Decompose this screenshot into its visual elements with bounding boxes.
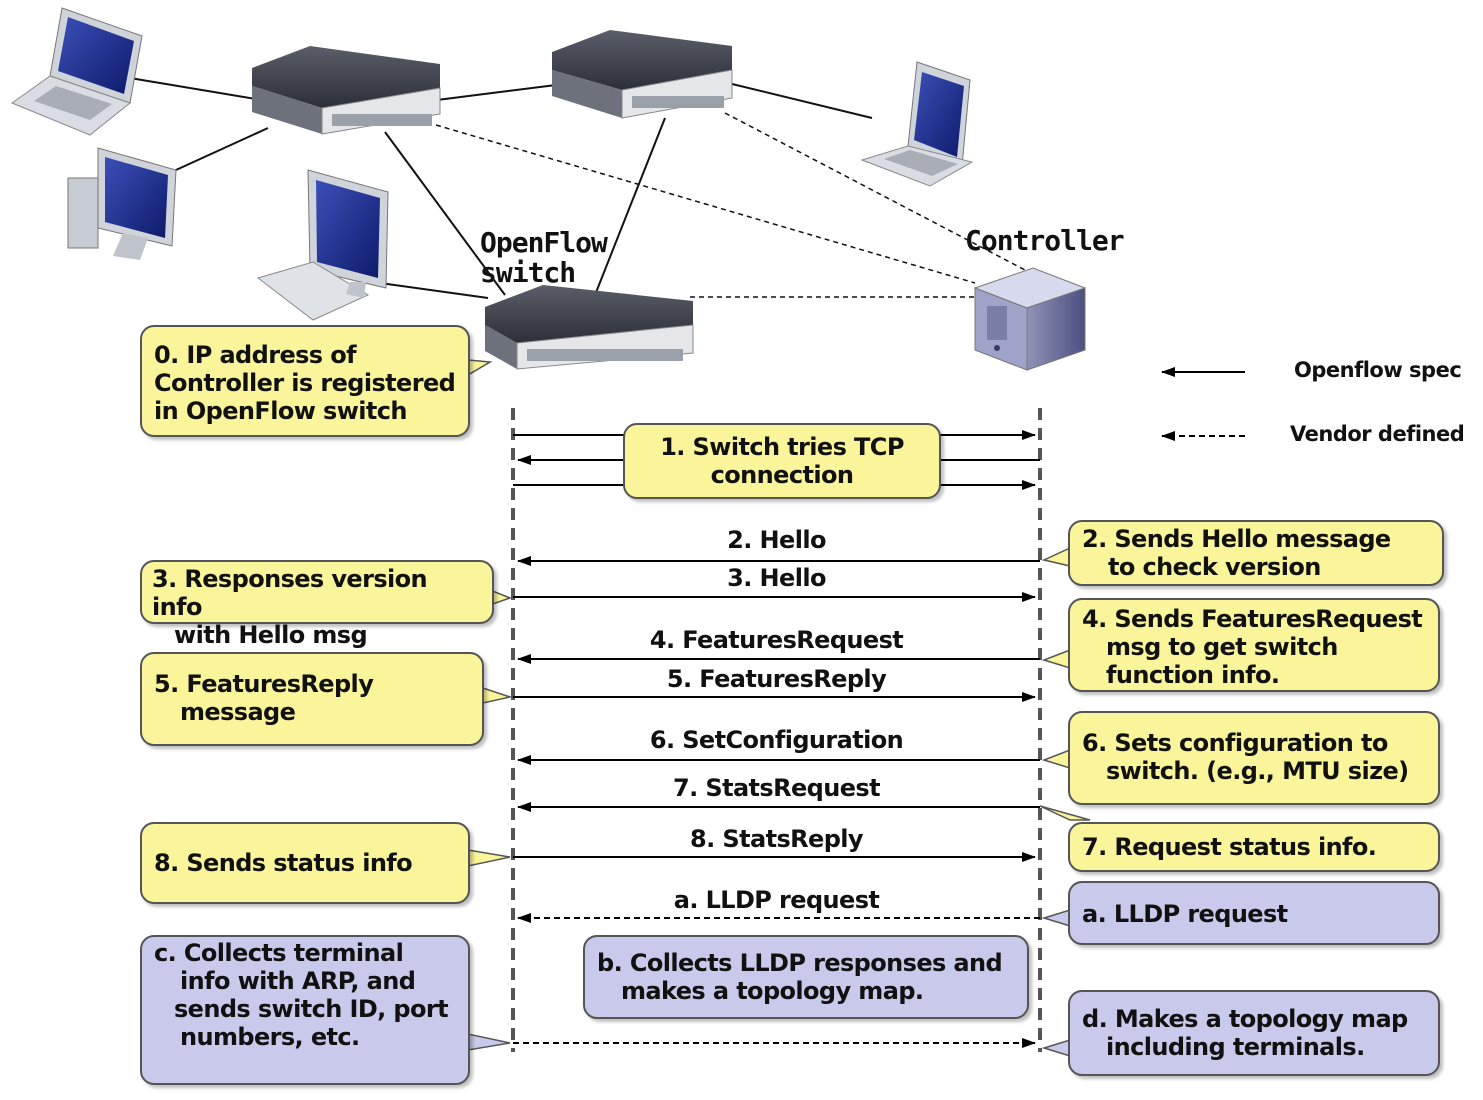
network-links (129, 77, 873, 299)
callout-line: 7. Request status info. (1082, 833, 1377, 861)
msg-label-features-request: 4. FeaturesRequest (649, 626, 904, 654)
desktop-computer-icon (256, 169, 389, 321)
msg-label-lldp-request: a. LLDP request (673, 886, 880, 914)
callout-line: message (180, 698, 296, 726)
callout-line: c. Collects terminal (154, 939, 404, 967)
controller-title: Controller (965, 224, 1125, 257)
callout-line: 6. Sets configuration to (1082, 729, 1388, 757)
msg-label-set-configuration: 6. SetConfiguration (649, 726, 904, 754)
callout-line: switch. (e.g., MTU size) (1106, 757, 1409, 785)
callout-7-request-status: 7. Request status info. (1068, 822, 1440, 872)
callout-line: sends switch ID, port (174, 995, 449, 1023)
callout-line: including terminals. (1106, 1033, 1365, 1061)
callout-line: 0. IP address of (154, 341, 357, 369)
openflow-switch-icon (485, 285, 694, 370)
callout-line: 5. FeaturesReply (154, 670, 374, 698)
callout-line: 8. Sends status info (154, 849, 413, 877)
callout-5-features-reply: 5. FeaturesReply message (140, 652, 484, 746)
callout-line: a. LLDP request (1082, 900, 1288, 928)
callout-line: msg to get switch (1106, 633, 1338, 661)
callout-3-version-info: 3. Responses version info with Hello msg (140, 560, 494, 649)
laptop-icon (860, 61, 974, 187)
switch-icon (552, 30, 733, 119)
callout-line: d. Makes a topology map (1082, 1005, 1408, 1033)
callout-line: to check version (1108, 553, 1321, 581)
callout-d-topology-map: d. Makes a topology map including termin… (1068, 990, 1440, 1076)
callout-8-sends-status: 8. Sends status info (140, 822, 470, 904)
controller-links (435, 112, 1026, 298)
msg-label-stats-reply: 8. StatsReply (690, 825, 864, 853)
desktop-computer-icon (67, 147, 177, 260)
callout-6-set-configuration: 6. Sets configuration to switch. (e.g., … (1068, 711, 1440, 805)
tcp-connection-box: 1. Switch tries TCP connection (623, 423, 941, 499)
switch-icon (252, 46, 441, 135)
callout-pointers (467, 359, 1091, 867)
callout-line: b. Collects LLDP responses and (597, 949, 1003, 977)
callout-line: info with ARP, and (180, 967, 416, 995)
tcp-connection-label: 1. Switch tries TCP connection (660, 433, 904, 489)
lifelines (511, 408, 1042, 1052)
msg-label-hello-3: 3. Hello (727, 564, 826, 592)
legend-openflow-label: Openflow spec (1294, 358, 1462, 382)
callout-line: numbers, etc. (180, 1023, 360, 1051)
callout-c-collects-terminal-info: c. Collects terminal info with ARP, and … (140, 935, 470, 1085)
callout-line: Controller is registered (154, 369, 456, 397)
msg-label-hello-2: 2. Hello (727, 526, 826, 554)
callout-line: 2. Sends Hello message (1082, 525, 1391, 553)
callout-line: 3. Responses version info (152, 565, 428, 621)
callout-line: in OpenFlow switch (154, 397, 408, 425)
openflow-switch-title: OpenFlow switch (480, 226, 608, 289)
callout-line: 4. Sends FeaturesRequest (1082, 605, 1423, 633)
callout-line: makes a topology map. (621, 977, 924, 1005)
callout-a-lldp-request: a. LLDP request (1068, 881, 1440, 945)
msg-label-features-reply: 5. FeaturesReply (666, 665, 887, 693)
callout-line: with Hello msg (174, 621, 368, 649)
callout-2-sends-hello: 2. Sends Hello message to check version (1068, 520, 1444, 586)
legend-vendor-label: Vendor defined (1290, 422, 1465, 446)
callout-4-features-request: 4. Sends FeaturesRequest msg to get swit… (1068, 598, 1440, 692)
callout-line: function info. (1106, 661, 1280, 689)
callout-b-collects-lldp: b. Collects LLDP responses and makes a t… (583, 935, 1029, 1019)
callout-0-ip-registration: 0. IP address of Controller is registere… (140, 325, 470, 437)
controller-server-icon (973, 267, 1087, 371)
msg-label-stats-request: 7. StatsRequest (673, 774, 881, 802)
laptop-icon (10, 7, 143, 136)
